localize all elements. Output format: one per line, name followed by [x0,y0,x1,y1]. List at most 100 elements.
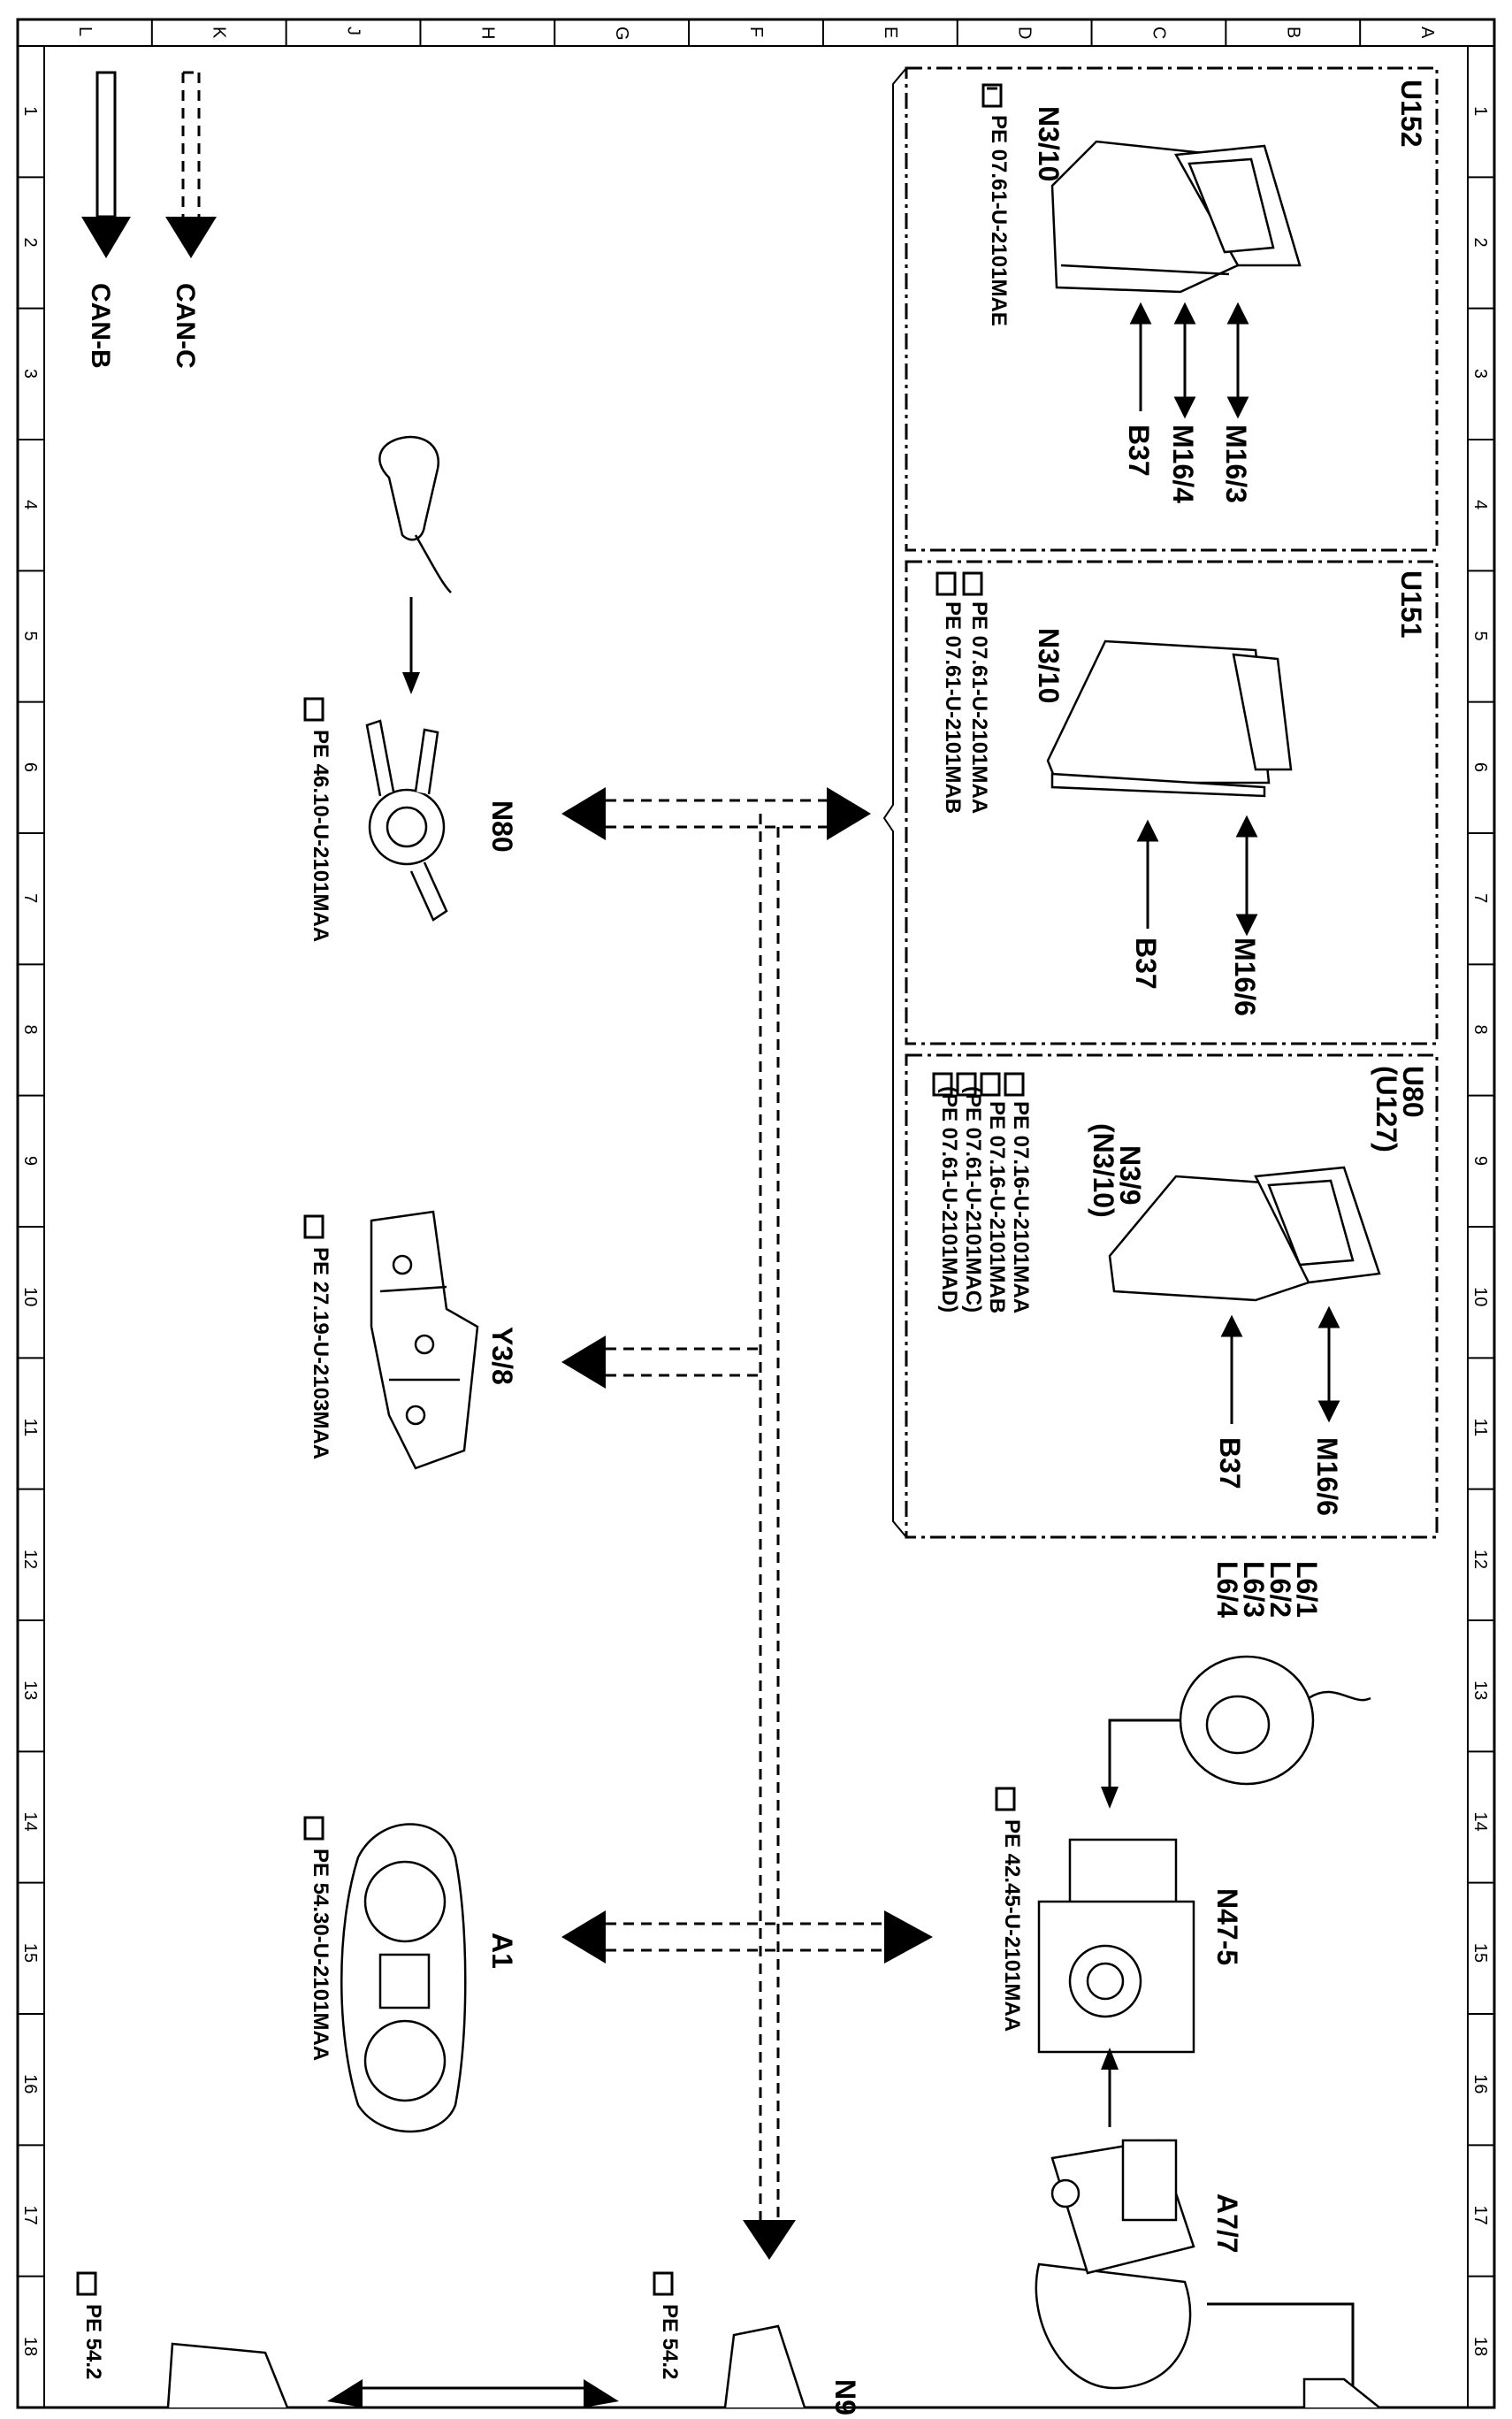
row-label: 6 [20,762,40,772]
manual-ref-icon [956,1072,977,1097]
component-a7-7: A7/7 [1035,2139,1380,2408]
component-cut-mid-label: N9 [829,2379,861,2415]
arrowhead-icon [827,787,871,840]
component-l6-label-3: L6/4 [1211,1561,1243,1618]
row-label: 7 [20,893,40,903]
group-boxes [905,66,1439,1539]
manual-ref-icon [303,1214,325,1239]
cut-component-icon [1302,2377,1380,2408]
group-u151-ref-1: PE 07.61-U-2101MAB [941,601,965,814]
row-label: 8 [1470,1025,1490,1035]
legend-can-c: CAN-C [165,71,217,369]
column-label: H [477,27,497,39]
control-unit-icon [1050,140,1302,294]
row-label: 10 [20,1287,40,1306]
signal-connector [1207,2302,1355,2408]
manual-ref-icon [303,697,325,722]
signal-arrows-u151 [1136,815,1258,937]
arrowhead-icon [402,672,420,694]
group-u151: U151 N3/10 PE 07.61-U-2101MAA PE 07.61-U… [935,570,1427,1016]
signal-label-m16-6: M16/6 [1229,938,1261,1016]
control-unit-icon [166,2342,289,2408]
column-label: J [344,27,363,35]
column-label: F [746,27,766,37]
legend: CAN-C CAN-B [81,71,217,369]
component-l6-label-0: L6/1 [1291,1561,1323,1618]
column-label: E [881,27,900,38]
group-u80-title: U80 [1397,1066,1429,1118]
signal-label-m16-4: M16/4 [1167,425,1199,503]
component-l6-label-2: L6/3 [1238,1561,1270,1618]
signal-arrows-u80 [1220,1305,1340,1424]
can-b-arrow-icon [95,71,117,218]
component-l6-label-1: L6/2 [1264,1561,1296,1618]
row-label: 7 [1470,893,1490,903]
component-y3-8-ref: PE 27.19-U-2103MAA [309,1247,332,1459]
row-label: 18 [1470,2337,1490,2356]
manual-ref-icon [1004,1072,1025,1097]
component-n47-5-label: N47-5 [1211,1888,1243,1965]
row-label: 9 [20,1156,40,1166]
row-label: 4 [1470,500,1490,509]
column-label: L [75,27,95,36]
group-u152-module: N3/10 [1033,106,1065,181]
can-bus-trunk [606,799,884,2220]
component-n80-ref: PE 46.10-U-2101MAA [309,730,332,942]
row-label: 16 [1470,2074,1490,2094]
brake-booster-icon [1035,2139,1195,2390]
legend-can-b-label: CAN-B [86,283,115,369]
arrowhead-icon [1101,1787,1119,1809]
instrument-cluster-icon [340,1823,467,2133]
column-label: B [1283,27,1302,38]
group-box-u80 [905,1053,1439,1539]
row-label: 15 [1470,1943,1490,1963]
manual-ref-icon [995,1787,1016,1811]
manual-ref-icon [653,2271,674,2296]
arrowhead-icon [561,787,606,840]
column-label: D [1015,27,1035,39]
column-label: G [612,27,631,41]
group-box-u152 [905,66,1439,552]
row-label: 12 [20,1550,40,1569]
row-label: 1 [1470,106,1490,116]
component-a1-ref: PE 54.30-U-2101MAA [309,1849,332,2061]
component-l6: L6/1 L6/2 L6/3 L6/4 [1101,1561,1371,1809]
column-label: A [1417,27,1437,39]
row-label: 11 [1470,1419,1490,1437]
group-box-u151 [905,560,1439,1045]
arrowhead-icon [327,2379,363,2408]
row-label: 3 [20,369,40,379]
component-n47-5: N47-5 PE 42.45-U-2101MAA [995,1787,1243,2127]
row-label: 5 [20,632,40,641]
signal-label-b37: B37 [1123,425,1155,477]
component-cut-left: PE 54.2 [76,2271,619,2408]
manual-ref-icon [76,2271,97,2296]
row-label: 18 [20,2337,40,2356]
row-label: 16 [20,2074,40,2094]
signal-label-m16-6: M16/6 [1311,1437,1343,1516]
steering-column-switch-icon [365,719,448,922]
grid-lines [18,19,1494,2277]
control-unit-icon [1108,1166,1381,1302]
row-label: 6 [1470,762,1490,772]
can-c-arrowhead-icon [165,217,217,258]
group-u151-module: N3/10 [1033,628,1065,703]
group-u80-ref-0: PE 07.16-U-2101MAA [1009,1101,1033,1313]
row-label: 10 [1470,1287,1490,1306]
component-cut-left-ref: PE 54.2 [81,2304,105,2379]
manual-ref-icon [962,571,983,596]
row-label: 14 [20,1812,40,1832]
row-label: 15 [20,1943,40,1963]
row-label: 2 [1470,238,1490,248]
row-label: 9 [1470,1156,1490,1166]
selector-lever-icon [378,435,452,593]
group-u152-title: U152 [1395,80,1427,148]
row-label: 13 [1470,1680,1490,1700]
row-label: 3 [1470,369,1490,379]
component-cut-mid: PE 54.2 N9 [653,2271,861,2415]
row-label: 17 [1470,2206,1490,2225]
group-u80-subtitle: (U127) [1371,1066,1402,1152]
group-u151-ref-0: PE 07.61-U-2101MAA [967,601,991,814]
